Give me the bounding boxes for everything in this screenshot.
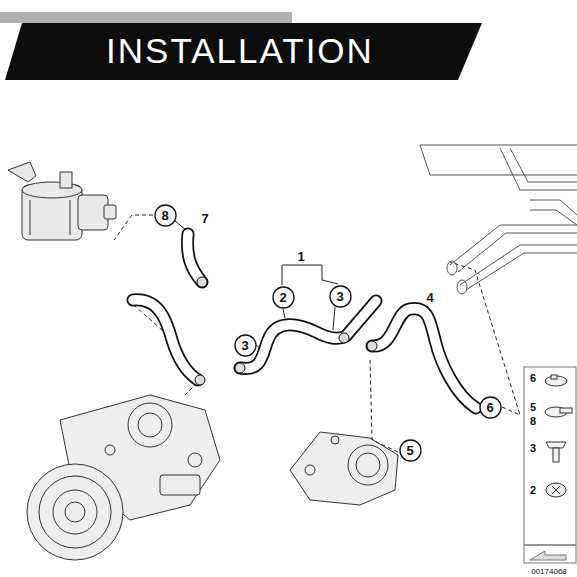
hose-fitting	[195, 375, 205, 385]
callout-number: 8	[154, 204, 177, 227]
part-number: 4	[426, 290, 433, 305]
hose-body	[188, 234, 202, 282]
callout-number: 2	[272, 286, 295, 309]
legend-number: 5	[530, 401, 536, 413]
hose-body	[133, 300, 198, 380]
callout-circle: 5	[399, 439, 422, 462]
drawing-number: 00174068	[531, 567, 567, 576]
hose-outline	[372, 309, 476, 408]
callout-circle: 2	[272, 286, 295, 309]
hose-body	[372, 309, 476, 408]
callout-circle: 8	[154, 204, 177, 227]
parts-legend-panel	[524, 367, 576, 563]
legend-number: 3	[530, 442, 536, 454]
callout-number: 6	[479, 396, 502, 419]
title-banner	[5, 23, 482, 80]
hose-body	[346, 301, 376, 336]
callout-number: 5	[399, 439, 422, 462]
hose-fitting	[339, 333, 349, 343]
clamp-icons	[545, 375, 572, 497]
leader-lines	[114, 215, 520, 452]
pump-assembly	[27, 395, 220, 560]
hose-fitting	[197, 277, 207, 287]
header-bar	[0, 12, 292, 23]
part-number: 1	[297, 249, 304, 264]
callout-circle: 3	[329, 285, 352, 308]
legend-number: 8	[530, 415, 536, 427]
legend-number: 6	[530, 372, 536, 384]
callout-number: 3	[329, 285, 352, 308]
hose-outline	[133, 300, 198, 380]
callout-number: 3	[234, 334, 257, 357]
pump-housing	[290, 432, 398, 505]
radiator-pipes	[420, 145, 577, 294]
hose-fitting	[235, 363, 245, 373]
part-number: 7	[201, 211, 208, 226]
callout-circle: 6	[479, 396, 502, 419]
hose-fitting	[367, 341, 377, 351]
hose-outline	[188, 234, 202, 282]
hose-outline	[346, 301, 376, 336]
legend-number: 2	[530, 484, 536, 496]
hoses	[133, 234, 476, 408]
banner-title: INSTALLATION	[106, 31, 374, 71]
callout-circle: 3	[234, 334, 257, 357]
valve-unit	[8, 162, 116, 240]
